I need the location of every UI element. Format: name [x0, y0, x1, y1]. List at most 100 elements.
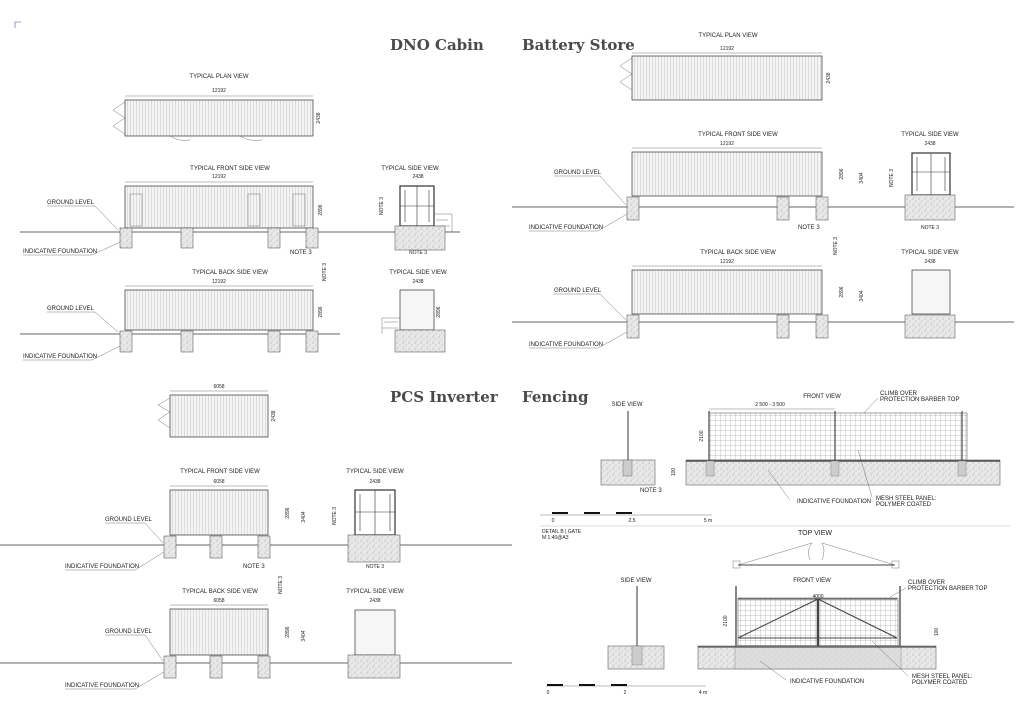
view-label: TYPICAL PLAN VIEW [189, 74, 248, 80]
dim-base: 100 [671, 468, 677, 477]
dim-height: 2896 [318, 306, 324, 317]
ground-level-label: GROUND LEVEL [47, 306, 95, 312]
scale-tick: 0 [552, 518, 555, 524]
dim-base: 100 [934, 628, 940, 637]
dim-length: 12192 [720, 46, 734, 52]
scale-tick: 2.5 [629, 518, 636, 524]
view-label: TYPICAL FRONT SIDE VIEW [180, 469, 260, 475]
dim-width: 2438 [412, 279, 423, 285]
dim-width: 2438 [369, 598, 380, 604]
dim-width: 2438 [316, 112, 322, 123]
view-label: TYPICAL SIDE VIEW [346, 589, 404, 595]
ground-level-label: GROUND LEVEL [105, 629, 153, 635]
note-label: NOTE 3 [889, 169, 895, 187]
view-label: TYPICAL BACK SIDE VIEW [182, 589, 258, 595]
view-label: FRONT VIEW [803, 394, 841, 400]
pcs-inverter-section: PCS Inverter 6058 2438 TYPICAL FRONT SID… [0, 384, 512, 690]
view-label: SIDE VIEW [611, 402, 642, 408]
callout-mesh: POLYMER COATED [876, 502, 932, 508]
dim-length: 6058 [213, 479, 224, 485]
view-label: TYPICAL SIDE VIEW [901, 132, 959, 138]
plan-view [169, 394, 269, 438]
callout-mesh: MESH STEEL PANEL: [876, 496, 937, 502]
view-label: TYPICAL BACK SIDE VIEW [192, 270, 268, 276]
callout-climb: CLIMB OVER [880, 391, 918, 397]
dim-total-height: 3404 [859, 172, 865, 183]
ground-level-label: GROUND LEVEL [554, 288, 602, 294]
dim-length: 12192 [212, 279, 226, 285]
corner-mark [14, 21, 21, 28]
view-label: TYPICAL SIDE VIEW [346, 469, 404, 475]
dim-height: 2896 [318, 204, 324, 215]
dim-span: 2 500 - 3 500 [755, 402, 785, 408]
dno-cabin-section: DNO Cabin TYPICAL PLAN VIEW 12192 2438 T… [20, 36, 484, 361]
dim-height: 2896 [839, 168, 845, 179]
dim-length: 6058 [213, 598, 224, 604]
view-label: TYPICAL SIDE VIEW [381, 166, 439, 172]
dim-length: 12192 [720, 259, 734, 265]
plan-view [631, 55, 823, 101]
view-label: SIDE VIEW [620, 578, 651, 584]
view-label: FRONT VIEW [793, 578, 831, 584]
view-label: TYPICAL BACK SIDE VIEW [700, 250, 776, 256]
note-label: NOTE 3 [379, 197, 385, 215]
view-label: TYPICAL FRONT SIDE VIEW [698, 132, 778, 138]
dim-total-height: 3404 [859, 290, 865, 301]
front-view [169, 489, 269, 536]
scale-tick: 2 [624, 690, 627, 696]
note-label: NOTE 3 [332, 507, 338, 525]
dim-total-height: 3404 [301, 511, 307, 522]
note-label: NOTE 3 [833, 237, 839, 255]
fencing-section: Fencing SIDE VIEW NOTE 3 FRONT VIEW CLIM… [522, 388, 1010, 696]
dim-height: 2896 [285, 507, 291, 518]
dim-length: 6058 [213, 384, 224, 390]
foundation-label: INDICATIVE FOUNDATION [790, 679, 864, 685]
foundation-label: INDICATIVE FOUNDATION [529, 225, 603, 231]
foundation-label: INDICATIVE FOUNDATION [65, 564, 139, 570]
dim-width: 2438 [826, 72, 832, 83]
dim-height: 2896 [285, 626, 291, 637]
callout-climb: CLIMB OVER [908, 580, 946, 586]
note-label: NOTE 3 [322, 263, 328, 281]
callout-mesh: POLYMER COATED [912, 680, 968, 686]
note-label: NOTE 3 [366, 564, 384, 570]
note-label: NOTE 3 [290, 250, 312, 256]
foundation-label: INDICATIVE FOUNDATION [65, 683, 139, 689]
ground-level-label: GROUND LEVEL [47, 200, 95, 206]
dim-gate-width: 4000 [812, 594, 823, 600]
dim-height: 2100 [723, 615, 729, 626]
scale-bar: 0 2 4 m [546, 684, 707, 696]
dim-total-height: 3404 [301, 630, 307, 641]
fence-mesh [708, 412, 968, 461]
callout-climb: PROTECTION BARBER TOP [880, 397, 959, 403]
detail-label: DETAIL B | GATE [542, 529, 582, 535]
dim-length: 12192 [720, 141, 734, 147]
scale-tick: 5 m [704, 518, 712, 524]
dim-height: 2896 [839, 286, 845, 297]
view-label: TOP VIEW [798, 530, 832, 537]
dim-height: 2100 [699, 430, 705, 441]
dim-width: 2438 [924, 141, 935, 147]
note-label: NOTE 3 [409, 250, 427, 256]
dim-width: 2438 [369, 479, 380, 485]
note-label: NOTE 3 [798, 225, 820, 231]
section-title: Battery Store [522, 36, 635, 54]
section-title: Fencing [522, 388, 589, 406]
dim-width: 2438 [924, 259, 935, 265]
view-label: TYPICAL SIDE VIEW [901, 250, 959, 256]
dim-length: 12192 [212, 88, 226, 94]
gate-top-view [732, 542, 900, 569]
note-label: NOTE 3 [243, 564, 265, 570]
scale-bar: 0 2.5 5 m [540, 512, 712, 524]
back-view [631, 269, 823, 315]
note-label: NOTE 3 [278, 576, 284, 594]
front-view [631, 151, 823, 197]
detail-scale: M 1:40@A3 [542, 535, 569, 541]
scale-tick: 0 [547, 690, 550, 696]
ground-level-label: GROUND LEVEL [105, 517, 153, 523]
ground-level-label: GROUND LEVEL [554, 170, 602, 176]
foundation-label: INDICATIVE FOUNDATION [23, 354, 97, 360]
note-label: NOTE 3 [921, 225, 939, 231]
dim-width: 2438 [412, 174, 423, 180]
